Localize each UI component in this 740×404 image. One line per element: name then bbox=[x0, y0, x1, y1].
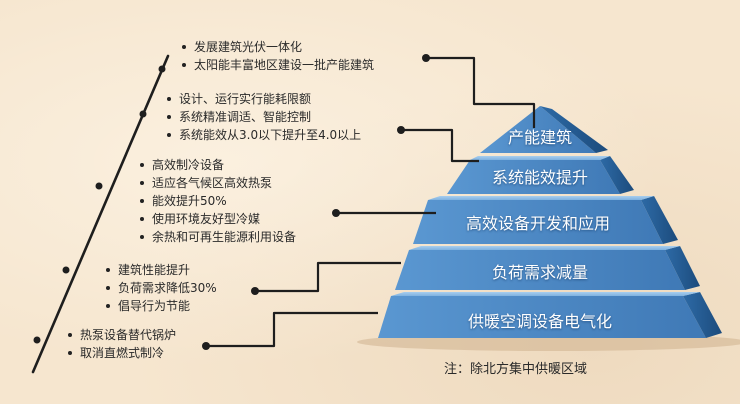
tier-label-2: 系统能效提升 bbox=[491, 168, 589, 187]
group-3-item: 高效制冷设备 bbox=[138, 156, 296, 174]
connectors bbox=[206, 56, 536, 348]
tier-4-top bbox=[409, 246, 680, 250]
tier-label-3: 高效设备开发和应用 bbox=[465, 214, 611, 233]
tier-1-side bbox=[540, 106, 608, 153]
group-1-item: 发展建筑光伏一体化 bbox=[180, 38, 374, 56]
tier-5-top bbox=[391, 292, 700, 296]
group-5-item: 取消直燃式制冷 bbox=[66, 344, 176, 362]
group-2-item: 设计、运行实行能耗限额 bbox=[165, 90, 361, 108]
connector-5 bbox=[206, 311, 378, 348]
group-3-item: 使用环境友好型冷媒 bbox=[138, 210, 296, 228]
group-4-item: 倡导行为节能 bbox=[104, 297, 217, 315]
group-1-item: 太阳能丰富地区建设一批产能建筑 bbox=[180, 56, 374, 74]
group-1-list: 发展建筑光伏一体化 太阳能丰富地区建设一批产能建筑 bbox=[180, 38, 374, 74]
tier-label-4: 负荷需求减量 bbox=[491, 263, 589, 282]
tier-3-top bbox=[428, 196, 654, 200]
tier-2-top bbox=[470, 156, 610, 160]
group-3-list: 高效制冷设备 适应各气候区高效热泵 能效提升50% 使用环境友好型冷媒 余热和可… bbox=[138, 156, 296, 246]
tier-label-5: 供暖空调设备电气化 bbox=[467, 312, 613, 331]
group-3-item: 余热和可再生能源利用设备 bbox=[138, 228, 296, 246]
tier-3-face bbox=[413, 200, 663, 244]
tier-2-face bbox=[447, 160, 620, 194]
tier-1-face bbox=[480, 106, 596, 153]
group-2-item: 系统精准调适、智能控制 bbox=[165, 108, 361, 126]
group-5-list: 热泵设备替代锅炉 取消直燃式制冷 bbox=[66, 326, 176, 362]
tier-3-side bbox=[641, 196, 678, 244]
tier-4-face bbox=[395, 250, 685, 290]
timeline-knots bbox=[33, 65, 166, 344]
tier-label-1: 产能建筑 bbox=[507, 128, 573, 147]
connector-2 bbox=[401, 128, 479, 163]
group-3-item: 适应各气候区高效热泵 bbox=[138, 174, 296, 192]
tier-2-side bbox=[600, 156, 634, 194]
group-3-item: 能效提升50% bbox=[138, 192, 296, 210]
tier-4-side bbox=[665, 246, 700, 290]
group-4-list: 建筑性能提升 负荷需求降低30% 倡导行为节能 bbox=[104, 261, 217, 315]
connector-1 bbox=[426, 56, 536, 128]
connector-dots bbox=[202, 54, 430, 350]
group-2-item: 系统能效从3.0以下提升至4.0以上 bbox=[165, 126, 361, 144]
group-4-item: 建筑性能提升 bbox=[104, 261, 217, 279]
connector-4 bbox=[255, 261, 401, 293]
pyramid bbox=[378, 106, 722, 338]
group-5-item: 热泵设备替代锅炉 bbox=[66, 326, 176, 344]
group-4-item: 负荷需求降低30% bbox=[104, 279, 217, 297]
tier-5-side bbox=[683, 292, 722, 338]
group-2-list: 设计、运行实行能耗限额 系统精准调适、智能控制 系统能效从3.0以下提升至4.0… bbox=[165, 90, 361, 144]
tier-5-face bbox=[378, 296, 706, 338]
timeline-pole bbox=[31, 54, 170, 374]
footnote: 注：除北方集中供暖区域 bbox=[444, 362, 588, 377]
